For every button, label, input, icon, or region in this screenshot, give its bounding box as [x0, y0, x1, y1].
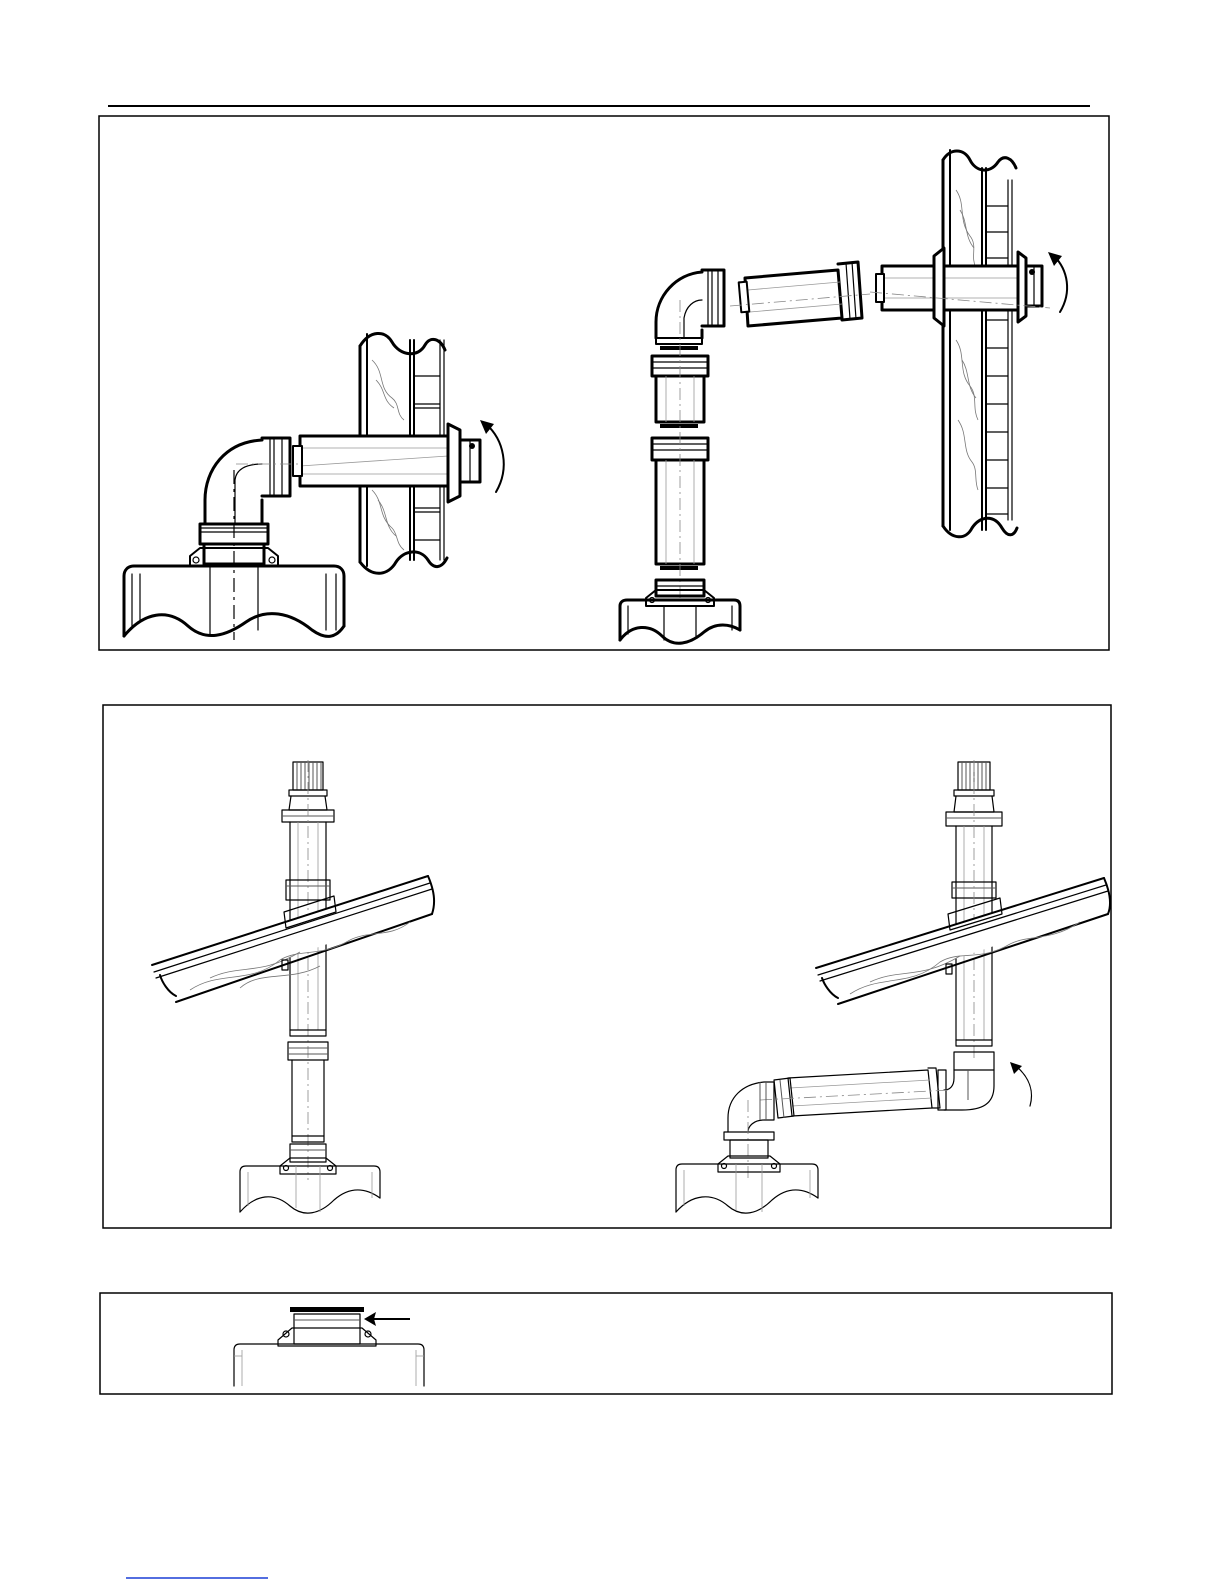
roof-section-left	[152, 876, 434, 1002]
boiler-top-vertical-left	[240, 1158, 380, 1213]
panel-horizontal-flue	[99, 116, 1109, 650]
boiler-top-vertical-right	[676, 1140, 818, 1213]
vertical-flue-through-roof	[152, 760, 434, 1213]
horizontal-terminal-left	[293, 424, 480, 502]
horizontal-flue-exploded-with-extension	[620, 150, 1067, 643]
boiler-top-right	[620, 580, 740, 643]
rotation-arrow-left	[480, 420, 504, 492]
rotation-arrow-right	[1048, 252, 1067, 312]
gasket-arrow-icon	[364, 1312, 410, 1326]
offset-elbow-upper	[938, 1040, 994, 1110]
vertical-flue-with-offset-elbows	[676, 760, 1110, 1213]
roof-section-right	[816, 878, 1110, 1004]
rotation-arrow-vertical	[1010, 1062, 1031, 1106]
horizontal-flue-assembled	[124, 333, 504, 640]
horizontal-extension-pipe	[730, 262, 870, 326]
offset-extension-pipe	[760, 1068, 950, 1118]
offset-elbow-lower	[724, 1082, 774, 1180]
gasket-seal	[290, 1307, 364, 1312]
boiler-top-adaptor-gasket	[234, 1307, 424, 1386]
horizontal-terminal-right	[870, 248, 1050, 326]
elbow-right	[656, 270, 724, 350]
wall-section-right	[943, 150, 1017, 537]
elbow-left	[205, 438, 300, 524]
vertical-pipe-upper-right	[952, 760, 996, 1060]
